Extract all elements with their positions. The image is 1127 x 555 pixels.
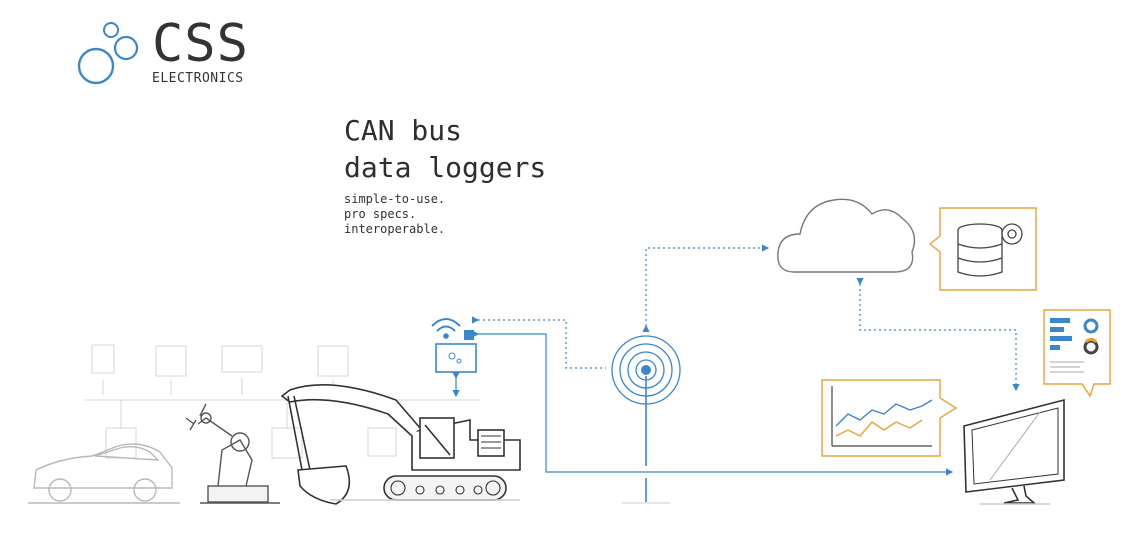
page-title: CAN bus data loggers xyxy=(344,112,546,186)
tagline-list: simple-to-use. pro specs. interoperable. xyxy=(344,192,445,237)
tagline-3: interoperable. xyxy=(344,222,446,236)
data-logger-icon xyxy=(431,318,477,398)
tagline-1: simple-to-use. xyxy=(344,192,446,206)
line-chart-icon xyxy=(821,379,958,457)
logo-circles-icon xyxy=(77,22,139,85)
report-icon xyxy=(1043,309,1111,398)
excavator-icon xyxy=(280,384,521,505)
title-line-2: data loggers xyxy=(344,151,547,184)
logo-wordmark: CSS xyxy=(152,14,249,74)
css-electronics-logo[interactable]: CSS ELECTRONICS xyxy=(74,18,274,90)
faded-screen-icon xyxy=(221,345,263,373)
faded-box-icon xyxy=(155,345,187,377)
monitor-icon xyxy=(963,398,1065,505)
cloud-icon xyxy=(777,198,916,273)
faded-network xyxy=(84,344,480,459)
faded-device-icon xyxy=(91,344,115,374)
car-icon xyxy=(28,443,180,504)
database-gear-icon xyxy=(928,207,1037,291)
wifi-icon xyxy=(431,318,461,339)
tagline-2: pro specs. xyxy=(344,207,417,221)
robot-arm-icon xyxy=(185,403,280,504)
faded-box-icon xyxy=(317,345,349,377)
connection-lines xyxy=(472,244,1020,476)
antenna-icon xyxy=(611,335,681,504)
title-line-1: CAN bus xyxy=(344,114,463,147)
logo-subtitle: ELECTRONICS xyxy=(152,71,244,86)
